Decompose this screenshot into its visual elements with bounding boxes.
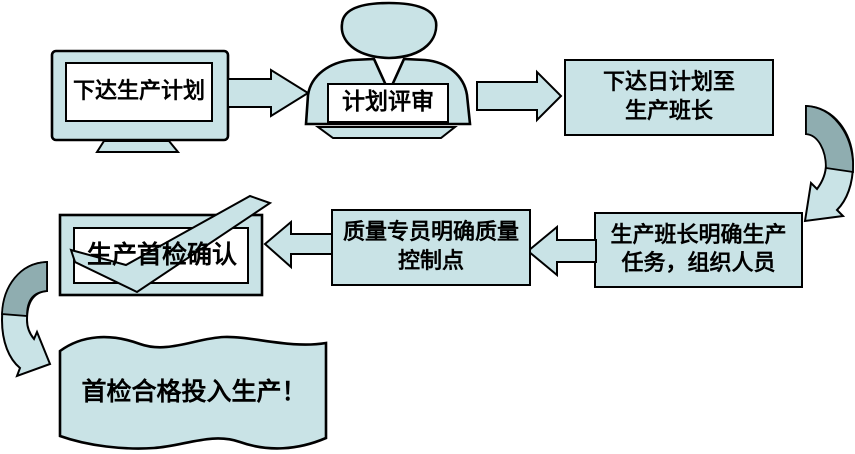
person-label-plate <box>327 83 449 123</box>
arrow-review-to-daily-plan <box>476 69 563 123</box>
wave-banner-shape <box>58 335 328 450</box>
start-production-label: 首检合格投入生产！ <box>81 377 307 406</box>
arrow-quality-to-first-check <box>263 219 333 270</box>
person-desk <box>314 126 458 139</box>
quality-box <box>331 209 531 286</box>
daily-plan-box <box>564 59 774 136</box>
person-head <box>340 1 438 60</box>
checkmark-icon <box>69 194 273 294</box>
arrow-team-leader-to-quality <box>526 224 597 278</box>
curved-arrow-right-shade <box>805 105 854 174</box>
monitor-screen <box>65 62 213 122</box>
monitor-shape <box>50 49 230 153</box>
daily-plan-label: 下达日计划至 生产班长 <box>602 70 735 124</box>
first-inspection-shape <box>58 194 273 297</box>
curved-arrow-left-shade <box>1 261 48 317</box>
person-figure <box>304 1 472 139</box>
curved-arrow-left <box>0 260 52 378</box>
curved-arrow-right <box>803 104 855 223</box>
monitor-stand <box>95 140 181 153</box>
team-leader-box <box>594 212 803 288</box>
team-leader-label: 生产班长明确生产 任务，组织人员 <box>610 222 787 276</box>
first-inspection-label: 生产首检确认 <box>86 240 237 269</box>
arrow-plan-to-review <box>227 68 310 118</box>
quality-label: 质量专员明确质量 控制点 <box>342 220 519 274</box>
monitor-label: 下达生产计划 <box>72 78 205 104</box>
person-label: 计划评审 <box>342 89 434 116</box>
